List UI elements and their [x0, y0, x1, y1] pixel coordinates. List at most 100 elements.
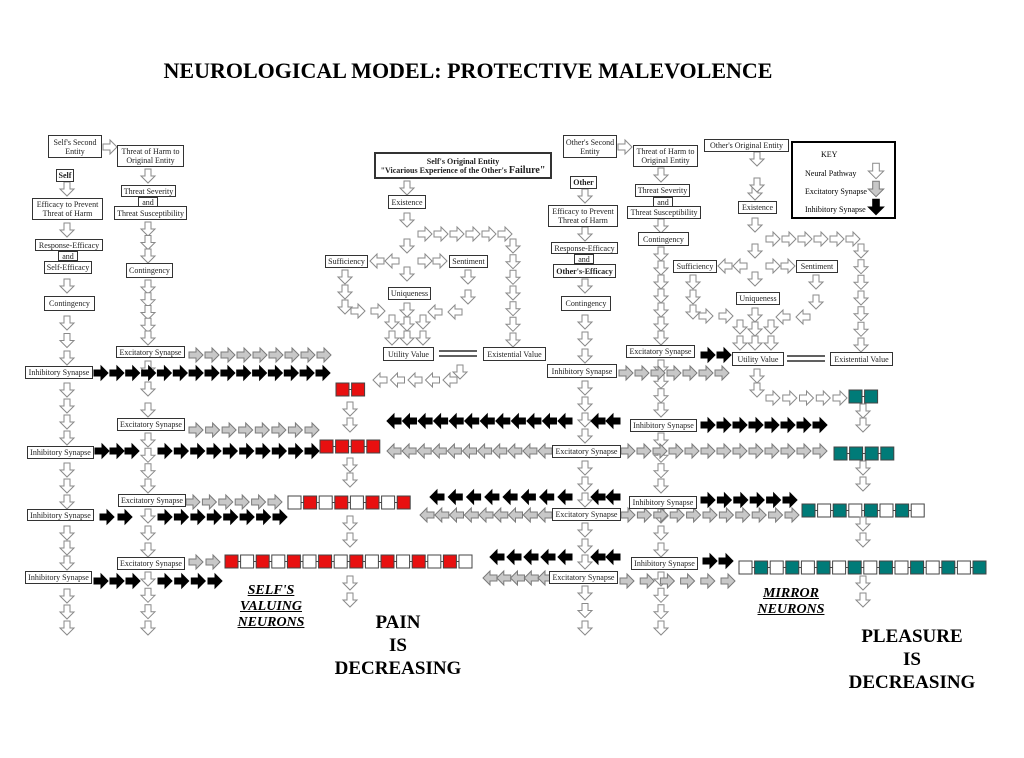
- neural-pathway-arrow-icon: [854, 575, 872, 591]
- neural-pathway-arrow-icon: [854, 460, 872, 476]
- neural-pathway-arrow-icon: [58, 222, 76, 238]
- neural-pathway-arrow-icon: [336, 269, 354, 285]
- excitatory-arrow-icon: [401, 442, 417, 460]
- neural-pathway-arrow-icon: [576, 620, 594, 636]
- label-line: PLEASURE: [861, 626, 963, 647]
- neural-pathway-arrow-icon: [481, 225, 497, 243]
- inhibitory-arrow-icon: [190, 442, 206, 460]
- self-second-entity-box: Self's Second Entity: [48, 135, 102, 158]
- neural-pathway-arrow-icon: [576, 412, 594, 428]
- neural-pathway-arrow-icon: [576, 585, 594, 601]
- neural-pathway-arrow-icon: [372, 371, 388, 389]
- neural-pathway-arrow-icon: [746, 217, 764, 233]
- excitatory-arrow-icon: [482, 569, 498, 587]
- self-response-efficacy-box: Response-Efficacy: [35, 239, 103, 251]
- neural-pathway-arrow-icon: [731, 335, 749, 351]
- excitatory-arrow-icon: [496, 569, 512, 587]
- neuron-square: [738, 560, 753, 575]
- and-box: and: [58, 251, 78, 261]
- neural-pathway-arrow-icon: [139, 381, 157, 397]
- neural-pathway-arrow-icon: [748, 368, 766, 384]
- excitatory-arrow-icon: [867, 180, 885, 198]
- neuron-square: [894, 560, 909, 575]
- excitatory-arrow-icon: [236, 346, 252, 364]
- neuron-square: [458, 554, 473, 569]
- neural-pathway-arrow-icon: [576, 226, 594, 242]
- neuron-square: [849, 446, 864, 461]
- neuron-square: [351, 382, 366, 397]
- excitatory-arrow-icon: [666, 364, 682, 382]
- neuron-square: [941, 560, 956, 575]
- excitatory-arrow-icon: [188, 553, 204, 571]
- neuron-square: [833, 446, 848, 461]
- inhibitory-arrow-icon: [700, 346, 716, 364]
- neural-pathway-arrow-icon: [852, 337, 870, 353]
- neural-pathway-arrow-icon: [576, 331, 594, 347]
- inhibitory-synapse-box: Inhibitory Synapse: [27, 446, 94, 459]
- neural-pathway-arrow-icon: [748, 177, 766, 193]
- inhibitory-synapse-box: Inhibitory Synapse: [630, 419, 697, 432]
- other-response-efficacy-box: Response-Efficacy: [551, 242, 618, 254]
- neural-pathway-arrow-icon: [139, 221, 157, 237]
- neural-pathway-arrow-icon: [652, 167, 670, 183]
- excitatory-arrow-icon: [509, 569, 525, 587]
- neuron-square: [396, 495, 411, 510]
- neural-pathway-arrow-icon: [652, 463, 670, 479]
- failure-text: Failure": [508, 164, 546, 176]
- inhibitory-arrow-icon: [417, 412, 433, 430]
- neural-pathway-arrow-icon: [867, 162, 885, 180]
- neural-pathway-arrow-icon: [652, 246, 670, 262]
- excitatory-arrow-icon: [682, 364, 698, 382]
- excitatory-arrow-icon: [522, 506, 538, 524]
- and-box: and: [574, 254, 594, 264]
- neural-pathway-arrow-icon: [139, 587, 157, 604]
- neural-pathway-arrow-icon: [398, 212, 416, 228]
- neuron-square: [848, 389, 863, 404]
- neural-pathway-arrow-icon: [414, 314, 432, 330]
- neuron-square: [910, 560, 925, 575]
- neural-pathway-arrow-icon: [139, 447, 157, 464]
- inhibitory-arrow-icon: [157, 572, 173, 590]
- self-threat-susceptibility-box: Threat Susceptibility: [114, 206, 187, 220]
- self-original-subtitle: "Vicarious Experience of the Other's Fai…: [381, 164, 546, 176]
- neural-pathway-arrow-icon: [414, 330, 432, 346]
- inhibitory-arrow-icon: [700, 491, 716, 509]
- neural-pathway-arrow-icon: [427, 303, 443, 321]
- excitatory-arrow-icon: [271, 421, 287, 439]
- self-efficacy-prevent-box: Efficacy to Prevent Threat of Harm: [32, 198, 103, 220]
- excitatory-arrow-icon: [238, 421, 254, 439]
- neural-pathway-arrow-icon: [746, 243, 764, 259]
- neural-pathway-arrow-icon: [139, 478, 157, 494]
- neural-pathway-arrow-icon: [684, 274, 702, 290]
- neuron-square: [318, 554, 333, 569]
- inhibitory-arrow-icon: [271, 442, 288, 460]
- inhibitory-arrow-icon: [733, 491, 749, 509]
- neural-pathway-arrow-icon: [717, 257, 733, 275]
- excitatory-arrow-icon: [419, 506, 435, 524]
- neural-pathway-arrow-icon: [417, 225, 433, 243]
- neural-pathway-arrow-icon: [854, 403, 872, 419]
- inhibitory-arrow-icon: [590, 412, 606, 430]
- self-threat-harm-box: Threat of Harm to Original Entity: [117, 145, 184, 167]
- neural-pathway-arrow-icon: [652, 330, 670, 346]
- inhibitory-arrow-icon: [716, 346, 732, 364]
- inhibitory-arrow-icon: [125, 364, 141, 382]
- inhibitory-arrow-icon: [239, 508, 255, 526]
- inhibitory-synapse-box: Inhibitory Synapse: [25, 366, 93, 379]
- neuron-square: [925, 560, 940, 575]
- neuron-square: [956, 560, 971, 575]
- neural-pathway-arrow-icon: [652, 525, 670, 541]
- excitatory-arrow-icon: [718, 506, 735, 524]
- inhibitory-arrow-icon: [283, 364, 300, 382]
- inhibitory-arrow-icon: [174, 572, 190, 590]
- inhibitory-arrow-icon: [605, 548, 621, 566]
- excitatory-arrow-icon: [780, 442, 796, 460]
- self-sufficiency-box: Sufficiency: [325, 255, 368, 268]
- excitatory-arrow-icon: [205, 553, 221, 571]
- neural-pathway-arrow-icon: [845, 230, 861, 248]
- inhibitory-arrow-icon: [605, 488, 621, 506]
- neural-pathway-arrow-icon: [58, 398, 76, 414]
- neural-pathway-arrow-icon: [854, 476, 872, 492]
- inhibitory-arrow-icon: [157, 442, 173, 460]
- neural-pathway-arrow-icon: [341, 532, 359, 548]
